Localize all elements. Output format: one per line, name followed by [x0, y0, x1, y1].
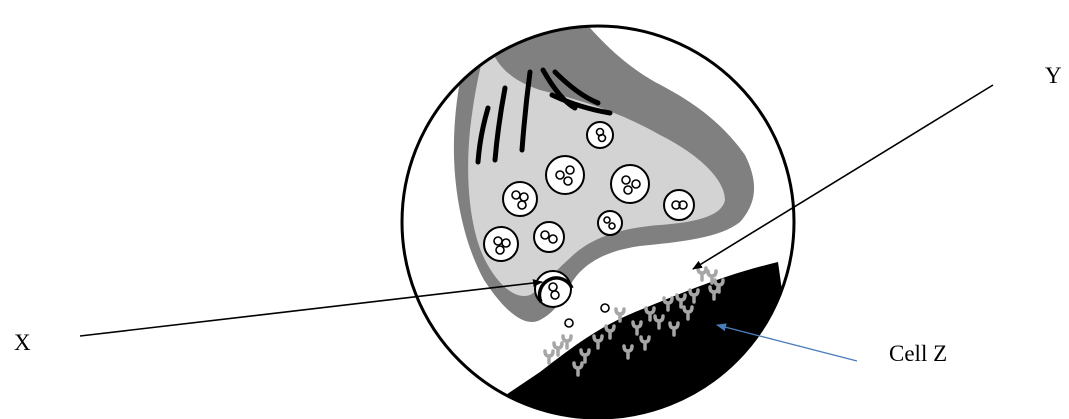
receptor-icon — [675, 293, 687, 309]
receptor-icon — [662, 296, 674, 312]
receptor-icon — [688, 288, 700, 304]
arrow-cell-z — [716, 323, 858, 362]
receptor-icon — [706, 269, 718, 285]
receptor-icon — [696, 266, 708, 282]
receptor-icon — [561, 334, 573, 350]
receptor-icon — [614, 307, 626, 323]
neurotransmitter-molecules — [493, 127, 688, 255]
presynaptic-cytoplasm — [468, 40, 725, 296]
released-transmitter — [564, 303, 610, 328]
receptor-icon — [543, 349, 555, 365]
receptor-icon — [604, 324, 616, 340]
receptor-icon — [622, 344, 634, 360]
cytoskeleton-fibers — [475, 67, 613, 165]
arrow-y — [692, 84, 994, 270]
label-y: Y — [1045, 63, 1062, 88]
receptors — [543, 266, 725, 377]
fusing-vesicle — [537, 276, 574, 303]
magnifier-outline — [400, 24, 796, 419]
receptor-icon — [639, 335, 651, 351]
receptor-icon — [682, 305, 694, 321]
receptor-icon — [668, 321, 680, 337]
label-x: X — [14, 330, 31, 355]
receptor-icon — [653, 314, 665, 330]
receptor-icon — [592, 334, 604, 350]
receptor-icon — [713, 278, 725, 294]
arrow-x — [79, 279, 543, 337]
receptor-icon — [644, 306, 656, 322]
receptor-icon — [631, 320, 643, 336]
receptor-icon — [572, 361, 584, 377]
receptor-icon — [579, 348, 591, 364]
receptor-icon — [552, 341, 564, 357]
label-cell-z: Cell Z — [889, 341, 948, 366]
